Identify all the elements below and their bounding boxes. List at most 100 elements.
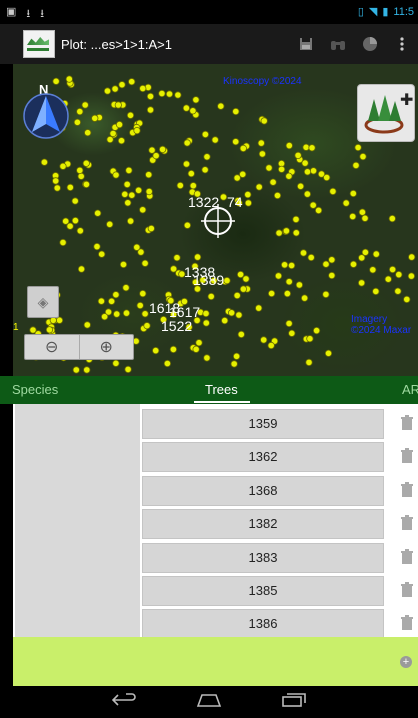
tree-marker[interactable] bbox=[183, 139, 191, 147]
tree-marker[interactable] bbox=[125, 166, 133, 175]
tree-marker[interactable] bbox=[106, 135, 114, 144]
tree-marker[interactable] bbox=[260, 117, 268, 125]
tree-marker[interactable] bbox=[287, 261, 296, 270]
tree-marker[interactable] bbox=[328, 271, 336, 280]
tree-marker[interactable] bbox=[260, 336, 268, 344]
tree-marker[interactable] bbox=[127, 217, 135, 225]
tree-marker[interactable] bbox=[62, 217, 70, 225]
tree-marker[interactable] bbox=[76, 227, 84, 235]
tree-marker[interactable] bbox=[201, 130, 209, 139]
tree-marker[interactable] bbox=[201, 166, 209, 174]
tree-marker[interactable] bbox=[322, 260, 330, 268]
tree-marker[interactable] bbox=[342, 199, 350, 207]
tree-marker[interactable] bbox=[275, 229, 283, 237]
tree-marker[interactable] bbox=[55, 316, 64, 324]
tree-marker[interactable] bbox=[178, 270, 186, 278]
tree-marker[interactable] bbox=[223, 277, 231, 285]
tree-marker[interactable] bbox=[282, 227, 290, 235]
tree-marker[interactable] bbox=[299, 249, 308, 257]
tree-marker[interactable] bbox=[219, 193, 228, 201]
tree-marker[interactable] bbox=[323, 173, 331, 182]
tree-marker[interactable] bbox=[81, 101, 89, 109]
tree-marker[interactable] bbox=[193, 190, 201, 198]
binoculars-icon[interactable] bbox=[322, 24, 354, 64]
tree-marker[interactable] bbox=[128, 191, 136, 199]
tree-marker[interactable] bbox=[141, 259, 149, 267]
tree-marker[interactable] bbox=[255, 183, 263, 191]
tree-marker[interactable] bbox=[300, 294, 309, 302]
tree-marker[interactable] bbox=[372, 287, 380, 295]
tree-marker[interactable] bbox=[109, 129, 117, 138]
tree-marker[interactable] bbox=[302, 143, 310, 151]
compass-icon[interactable]: N bbox=[22, 82, 70, 139]
my-location-button[interactable]: ◈ bbox=[27, 286, 59, 318]
tree-marker[interactable] bbox=[147, 224, 155, 233]
tree-row-button[interactable]: 1383 bbox=[142, 543, 384, 573]
tree-marker[interactable] bbox=[357, 279, 366, 287]
tree-marker[interactable] bbox=[221, 317, 229, 325]
home-icon[interactable] bbox=[196, 693, 222, 712]
tree-marker[interactable] bbox=[308, 144, 316, 152]
tree-marker[interactable] bbox=[199, 276, 207, 284]
tree-marker[interactable] bbox=[285, 172, 293, 180]
tree-marker[interactable] bbox=[242, 275, 250, 283]
tree-marker[interactable] bbox=[112, 359, 120, 367]
tree-marker[interactable] bbox=[59, 162, 67, 170]
tree-marker[interactable] bbox=[285, 319, 293, 328]
delete-icon[interactable] bbox=[400, 515, 414, 531]
tree-marker[interactable] bbox=[65, 75, 73, 83]
tree-marker[interactable] bbox=[195, 339, 203, 347]
tree-marker[interactable] bbox=[170, 310, 178, 318]
tab-trees[interactable]: Trees bbox=[205, 382, 238, 397]
tree-marker[interactable] bbox=[239, 144, 247, 153]
tree-marker[interactable] bbox=[176, 181, 184, 190]
tree-marker[interactable] bbox=[66, 222, 74, 230]
tree-marker[interactable] bbox=[258, 150, 266, 158]
tree-marker[interactable] bbox=[77, 172, 85, 180]
tab-ar[interactable]: AR bbox=[402, 382, 418, 397]
tree-marker[interactable] bbox=[49, 316, 57, 324]
tree-marker[interactable] bbox=[388, 215, 396, 223]
tree-marker[interactable] bbox=[239, 170, 247, 178]
tree-marker[interactable] bbox=[329, 187, 337, 196]
tree-marker[interactable] bbox=[255, 304, 263, 312]
tree-marker[interactable] bbox=[235, 311, 243, 319]
tree-marker[interactable] bbox=[182, 160, 191, 168]
tree-marker[interactable] bbox=[285, 278, 293, 286]
tree-marker[interactable] bbox=[83, 321, 91, 329]
tree-marker[interactable] bbox=[66, 183, 74, 192]
tree-marker[interactable] bbox=[163, 359, 171, 368]
tree-marker[interactable] bbox=[112, 171, 120, 179]
tree-marker[interactable] bbox=[29, 326, 37, 334]
tree-marker[interactable] bbox=[192, 96, 200, 104]
tree-marker[interactable] bbox=[191, 262, 199, 270]
tree-marker[interactable] bbox=[203, 153, 211, 161]
tree-marker[interactable] bbox=[244, 191, 252, 199]
tree-marker[interactable] bbox=[97, 297, 106, 305]
tree-marker[interactable] bbox=[189, 107, 197, 115]
tree-marker[interactable] bbox=[267, 341, 275, 350]
tree-marker[interactable] bbox=[152, 152, 160, 160]
delete-icon[interactable] bbox=[400, 448, 414, 464]
tree-marker[interactable] bbox=[108, 297, 116, 305]
tree-marker[interactable] bbox=[193, 285, 202, 293]
tree-marker[interactable] bbox=[192, 345, 200, 353]
tree-marker[interactable] bbox=[117, 137, 126, 145]
tree-marker[interactable] bbox=[269, 178, 277, 186]
tree-marker[interactable] bbox=[121, 190, 129, 198]
tree-marker[interactable] bbox=[203, 354, 211, 362]
tree-marker[interactable] bbox=[210, 277, 218, 285]
tree-marker[interactable] bbox=[103, 87, 112, 95]
tree-marker[interactable] bbox=[191, 278, 200, 286]
tree-marker[interactable] bbox=[139, 206, 147, 214]
tree-marker[interactable] bbox=[358, 254, 366, 262]
add-tree-target-button[interactable]: ✚ bbox=[357, 84, 415, 142]
tree-marker[interactable] bbox=[124, 199, 132, 207]
tree-marker[interactable] bbox=[369, 266, 377, 274]
tree-marker[interactable] bbox=[83, 366, 91, 374]
tree-marker[interactable] bbox=[202, 319, 210, 327]
tree-marker[interactable] bbox=[288, 329, 296, 337]
tree-marker[interactable] bbox=[309, 167, 318, 175]
tab-species[interactable]: Species bbox=[12, 382, 59, 397]
tree-marker[interactable] bbox=[40, 158, 48, 166]
